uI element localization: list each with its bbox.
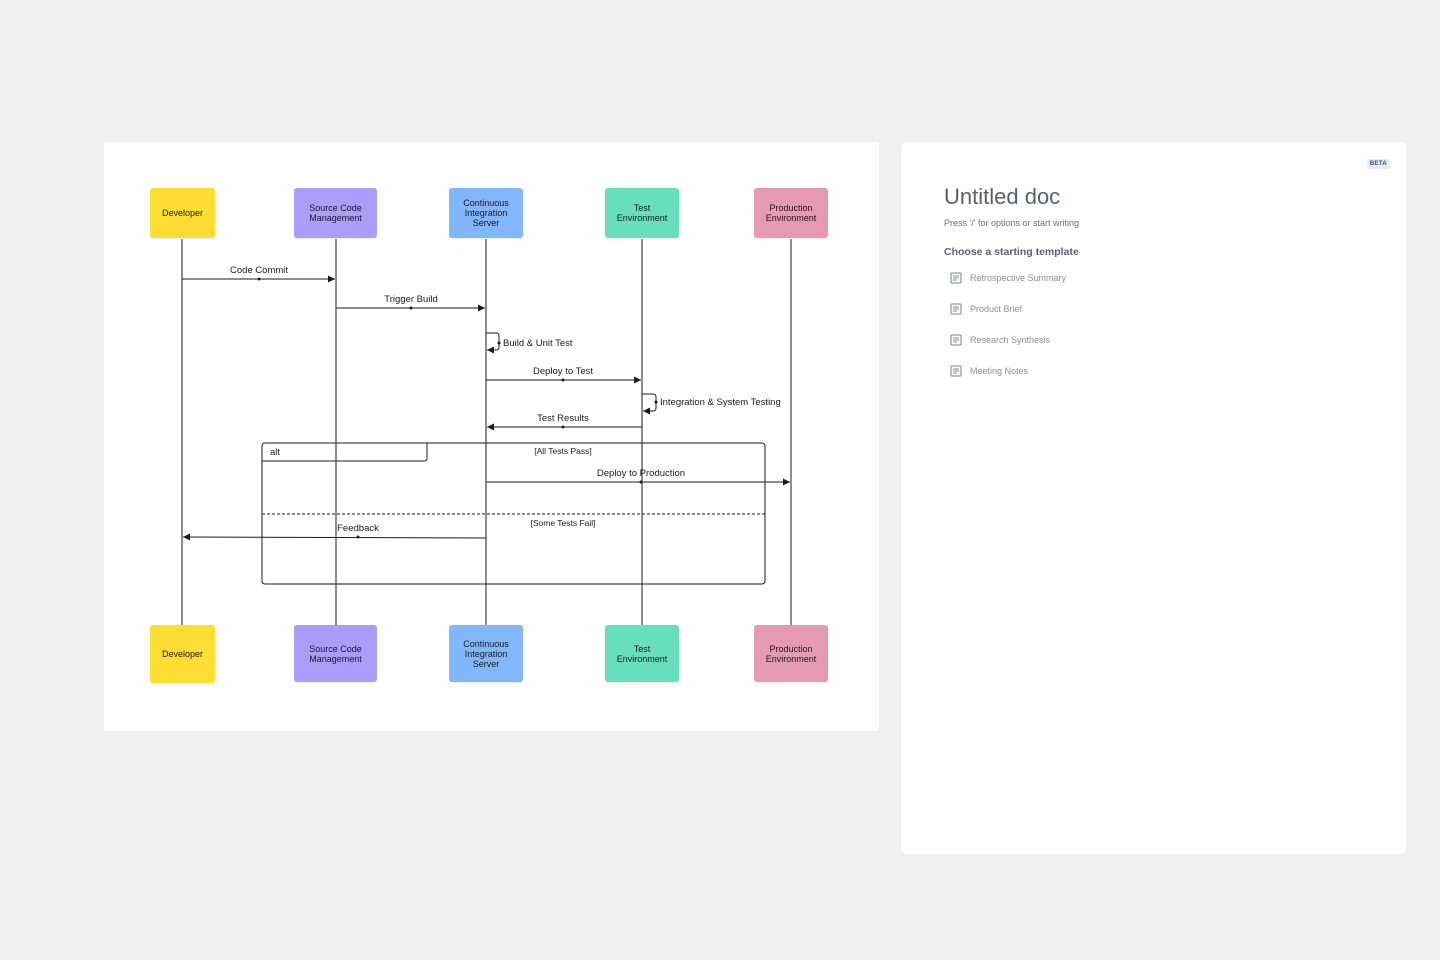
dot-deploy-to-production [639, 480, 643, 484]
template-label: Meeting Notes [970, 366, 1029, 376]
document-icon [950, 365, 962, 377]
beta-badge: BETA [1366, 159, 1390, 169]
dot-deploy-to-test [561, 378, 565, 382]
label-deploy-to-production: Deploy to Production [596, 468, 686, 479]
alt-guard-all-tests-pass: [All Tests Pass] [534, 446, 592, 456]
doc-panel: BETA Untitled doc Press '/' for options … [901, 142, 1406, 854]
arrow-feedback[interactable] [182, 533, 487, 541]
actor-ci-server-top[interactable]: Continuous Integration Server [449, 188, 523, 238]
label-code-commit: Code Commit [229, 265, 289, 276]
actor-developer-top[interactable]: Developer [150, 188, 215, 238]
label-feedback: Feedback [337, 523, 379, 534]
document-icon [950, 303, 962, 315]
doc-hint[interactable]: Press '/' for options or start writing [944, 218, 1079, 228]
alt-fragment-tab [262, 443, 428, 462]
label-build-unit-test: Build & Unit Test [503, 338, 573, 349]
alt-guard-some-tests-fail: [Some Tests Fail] [530, 518, 596, 528]
actor-ci-server-bottom[interactable]: Continuous Integration Server [449, 625, 523, 682]
dot-test-results [561, 425, 565, 429]
dot-feedback [356, 535, 360, 539]
alt-operator-label: alt [270, 447, 281, 458]
label-integration-testing: Integration & System Testing [660, 397, 781, 408]
actor-production-environment-top[interactable]: Production Environment [754, 188, 828, 238]
template-product-brief[interactable]: Product Brief [950, 302, 1022, 316]
diagram-board[interactable]: Developer Source Code Management Continu… [104, 142, 879, 731]
label-test-results: Test Results [537, 413, 589, 424]
template-research-synthesis[interactable]: Research Synthesis [950, 333, 1050, 347]
sequence-diagram-lines [181, 239, 792, 625]
arrow-integration-testing[interactable] [642, 393, 657, 415]
actor-source-code-management-top[interactable]: Source Code Management [294, 188, 377, 238]
actor-source-code-management-bottom[interactable]: Source Code Management [294, 625, 377, 682]
actor-developer-bottom[interactable]: Developer [150, 625, 215, 683]
dot-trigger-build [409, 306, 413, 310]
template-label: Retrospective Summary [970, 273, 1067, 283]
template-label: Research Synthesis [970, 335, 1051, 345]
doc-title[interactable]: Untitled doc [944, 184, 1061, 209]
dot-code-commit [257, 277, 261, 281]
dot-integration-testing [654, 400, 658, 404]
actor-production-environment-bottom[interactable]: Production Environment [754, 625, 828, 682]
arrow-build-unit-test[interactable] [486, 332, 500, 354]
document-icon [950, 272, 962, 284]
document-icon [950, 334, 962, 346]
dot-build-unit-test [497, 341, 501, 345]
template-label: Product Brief [970, 304, 1023, 314]
actor-test-environment-bottom[interactable]: Test Environment [605, 625, 679, 682]
label-deploy-to-test: Deploy to Test [532, 366, 594, 377]
template-retrospective-summary[interactable]: Retrospective Summary [950, 271, 1066, 285]
label-trigger-build: Trigger Build [384, 294, 438, 305]
templates-heading: Choose a starting template [944, 246, 1079, 258]
template-meeting-notes[interactable]: Meeting Notes [950, 364, 1028, 378]
actor-test-environment-top[interactable]: Test Environment [605, 188, 679, 238]
